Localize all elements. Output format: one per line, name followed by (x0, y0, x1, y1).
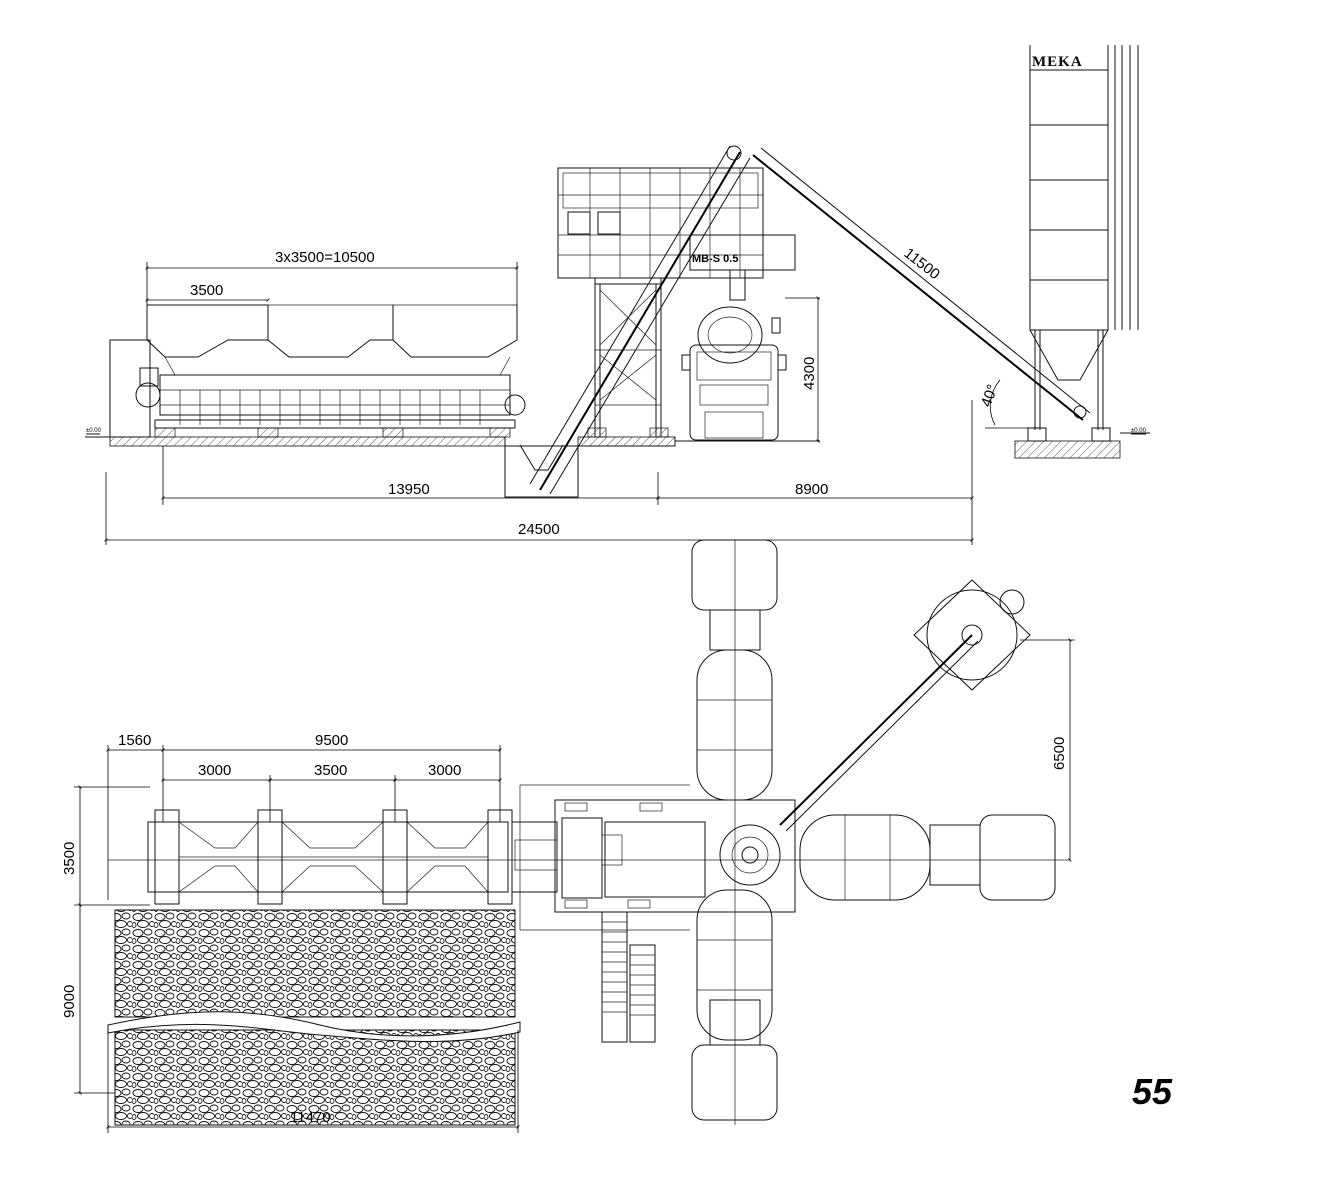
dim-silo-offset: 6500 (1051, 737, 1068, 770)
dim-hoppers-total: 3x3500=10500 (275, 249, 375, 266)
ground-line (85, 432, 1150, 498)
dim-stockpile-length: 11470 (290, 1109, 331, 1126)
mixer-truck-top (691, 539, 778, 801)
dim-bay-3: 3000 (428, 762, 461, 779)
aggregate-bins-plan (147, 809, 558, 905)
page-number: 55 (1132, 1071, 1173, 1112)
side-dimensions: 3x3500=10500 3500 4300 11500 40° 13950 8… (104, 245, 1040, 545)
cement-silo-plan (779, 579, 1031, 832)
dim-bay-1: 3000 (198, 762, 231, 779)
dim-pit-to-silo: 8900 (795, 481, 828, 498)
svg-text:±0.00: ±0.00 (86, 428, 102, 434)
dim-conveyor-angle: 40° (978, 382, 1002, 409)
plan-dimensions: 1560 9500 3000 3500 3000 3500 9000 11470 (61, 638, 1075, 1133)
mixer-truck-front (681, 306, 787, 441)
dim-ramp-offset: 1560 (118, 732, 151, 749)
mixer-truck-right (799, 814, 1056, 901)
dim-bins-length: 9500 (315, 732, 348, 749)
cement-silo-side: MEKA (1027, 45, 1139, 442)
silo-brand-label: MEKA (1032, 54, 1083, 70)
aggregate-stockpile (107, 909, 521, 1126)
plan-view: 1560 9500 3000 3500 3000 3500 9000 11470 (61, 539, 1075, 1133)
mixing-tower-side: MB-S 0.5 (557, 167, 796, 438)
dim-bin-width: 3500 (61, 842, 78, 875)
level-mark-left: ±0.00 (86, 428, 102, 435)
dim-hopper-single: 3500 (190, 282, 223, 299)
mixer-truck-bottom (691, 889, 778, 1121)
level-mark-right: ±0.00 (1131, 428, 1147, 435)
dim-stockpile-depth: 9000 (61, 985, 78, 1018)
model-label: MB-S 0.5 (692, 253, 738, 265)
dim-loading-height: 4300 (801, 357, 818, 390)
svg-text:±0.00: ±0.00 (1131, 428, 1147, 434)
dim-bay-2: 3500 (314, 762, 347, 779)
mixing-tower-plan (519, 784, 796, 931)
dim-bins-to-pit: 13950 (388, 481, 430, 498)
aggregate-bins-side (109, 304, 526, 438)
side-elevation-view: ±0.00 ±0.00 (85, 45, 1150, 545)
dim-overall-length: 24500 (518, 521, 560, 538)
centre-lines (108, 540, 1070, 1125)
access-staircase (601, 911, 656, 1043)
